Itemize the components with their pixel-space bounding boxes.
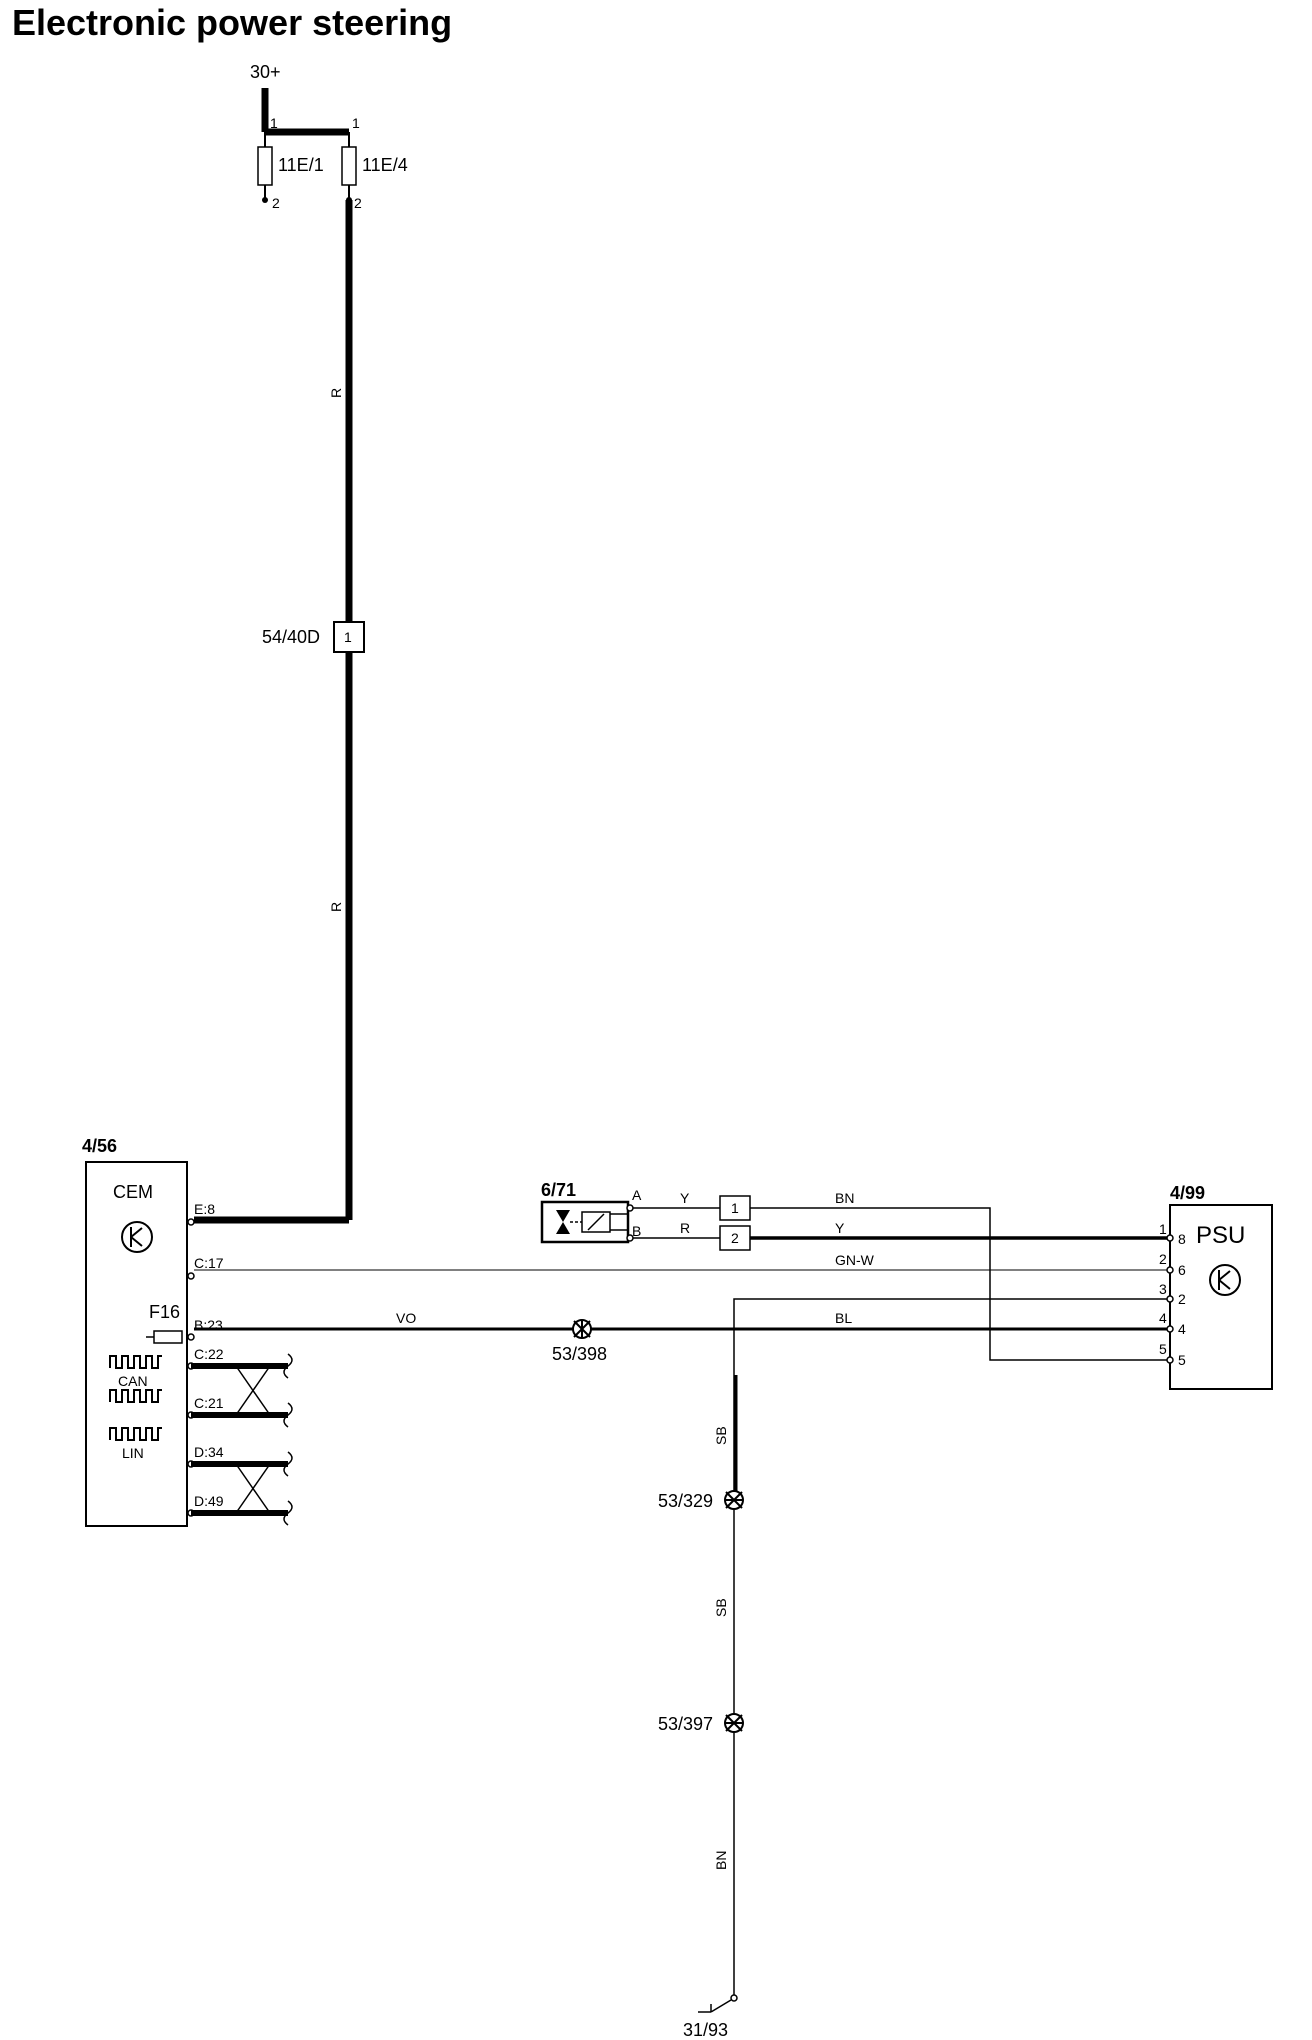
- fuse-11E-4-pin-top: 1: [352, 115, 360, 131]
- fuse-11E-1-pin-bottom: 2: [272, 195, 280, 211]
- sensor-wires: Y R: [633, 1190, 720, 1239]
- cem-name: CEM: [113, 1182, 153, 1202]
- wire-color-sb-1: SB: [713, 1426, 729, 1445]
- sensor-6-71[interactable]: 6/71 A B: [540, 1180, 642, 1244]
- psu-left-pin-4: 4: [1159, 1310, 1167, 1326]
- inline-connector-pin-1: 1: [731, 1200, 739, 1216]
- psu-pin-2: 2: [1178, 1291, 1186, 1307]
- cem-pin-b23: B:23: [194, 1317, 223, 1333]
- wire-color-r-b: R: [680, 1220, 690, 1236]
- inline-connector[interactable]: 1 2: [719, 1195, 751, 1251]
- sensor-6-71-ref: 6/71: [541, 1180, 576, 1200]
- wire-color-bn-top: BN: [835, 1190, 854, 1206]
- cem-pin-d49: D:49: [194, 1493, 224, 1509]
- can-waveform-icon: CAN: [109, 1355, 162, 1403]
- sensor-pin-a: A: [632, 1187, 642, 1203]
- wire-color-r-lower: R: [328, 902, 344, 912]
- ground-label: 31/93: [683, 2020, 728, 2040]
- psu-pin-8: 8: [1178, 1231, 1186, 1247]
- lin-bus-twisted-pair: [191, 1451, 293, 1526]
- fuse-11E-4-pin-bottom: 2: [354, 195, 362, 211]
- psu-ref: 4/99: [1170, 1183, 1205, 1203]
- lin-label: LIN: [122, 1445, 144, 1461]
- psu-module[interactable]: 4/99 PSU 1 2 3 4 5 8 6 2 4 5: [1159, 1183, 1273, 1390]
- ground-31-93[interactable]: 31/93: [683, 1994, 738, 2040]
- sensor-pin-b: B: [632, 1223, 641, 1239]
- supply-30-plus: 30+: [250, 62, 281, 132]
- splice-53-397[interactable]: 53/397: [658, 1713, 744, 1734]
- cem-pin-c22: C:22: [194, 1346, 224, 1362]
- wire-color-vo: VO: [396, 1310, 416, 1326]
- connector-54-40D-pin: 1: [344, 629, 352, 645]
- fuse-11E-4[interactable]: 1 2 11E/4: [341, 115, 408, 211]
- fuse-11E-1-label: 11E/1: [278, 155, 324, 175]
- splice-53-329[interactable]: 53/329: [658, 1490, 744, 1511]
- psu-left-pin-2: 2: [1159, 1251, 1167, 1267]
- cem-ref: 4/56: [82, 1136, 117, 1156]
- psu-name: PSU: [1196, 1222, 1245, 1249]
- splice-53-398-label: 53/398: [552, 1344, 607, 1364]
- can-label: CAN: [118, 1373, 148, 1389]
- psu-pin-4: 4: [1178, 1321, 1186, 1337]
- wire-r-feed: R R: [194, 200, 353, 1224]
- wire-color-y-a: Y: [680, 1190, 690, 1206]
- fuse-11E-1-pin-top: 1: [270, 115, 278, 131]
- connector-54-40D-label: 54/40D: [262, 627, 320, 647]
- psu-left-pin-1: 1: [1159, 1221, 1167, 1237]
- wire-color-y-psu: Y: [835, 1220, 845, 1236]
- cem-pin-d34: D:34: [194, 1444, 224, 1460]
- psu-left-pin-5: 5: [1159, 1341, 1167, 1357]
- cem-module[interactable]: 4/56 CEM E:8 C:17 B:23 C:22 C:21 D:34 D:…: [82, 1136, 224, 1527]
- psu-left-pin-3: 3: [1159, 1281, 1167, 1297]
- splice-53-398[interactable]: 53/398: [552, 1319, 607, 1364]
- wire-color-sb-2: SB: [713, 1598, 729, 1617]
- supply-label: 30+: [250, 62, 281, 82]
- wire-gnw-to-psu-6: GN-W: [194, 1252, 1170, 1271]
- wire-color-bl: BL: [835, 1310, 852, 1326]
- cem-fuse-f16: F16: [146, 1302, 183, 1344]
- lin-waveform-icon: LIN: [109, 1427, 162, 1461]
- wire-color-bn-ground: BN: [713, 1851, 729, 1870]
- cem-transistor-icon: [121, 1221, 153, 1253]
- wire-color-gnw: GN-W: [835, 1252, 875, 1268]
- wire-vo-bl-to-psu-4: VO BL: [194, 1310, 1170, 1331]
- wire-y-to-psu-8: Y: [750, 1220, 1170, 1240]
- splice-53-329-label: 53/329: [658, 1491, 713, 1511]
- psu-pin-6: 6: [1178, 1262, 1186, 1278]
- psu-transistor-icon: [1209, 1264, 1241, 1296]
- splice-53-397-label: 53/397: [658, 1714, 713, 1734]
- inline-connector-pin-2: 2: [731, 1230, 739, 1246]
- cem-pin-e8: E:8: [194, 1201, 215, 1217]
- can-bus-twisted-pair: [191, 1353, 293, 1428]
- psu-pin-5: 5: [1178, 1352, 1186, 1368]
- cem-pin-c17: C:17: [194, 1255, 224, 1271]
- wire-color-r-upper: R: [328, 388, 344, 398]
- cem-pin-c21: C:21: [194, 1395, 224, 1411]
- fuse-11E-1[interactable]: 1 2 11E/1: [257, 115, 324, 211]
- wire-bn-to-psu-5: BN: [750, 1190, 1170, 1361]
- connector-54-40D[interactable]: 1 54/40D: [262, 621, 365, 653]
- page-title: Electronic power steering: [12, 2, 453, 43]
- fuse-11E-4-label: 11E/4: [362, 155, 408, 175]
- cem-fuse-label: F16: [149, 1302, 180, 1322]
- wire-sb-ground-to-psu-2: SB SB BN: [713, 1298, 1170, 1995]
